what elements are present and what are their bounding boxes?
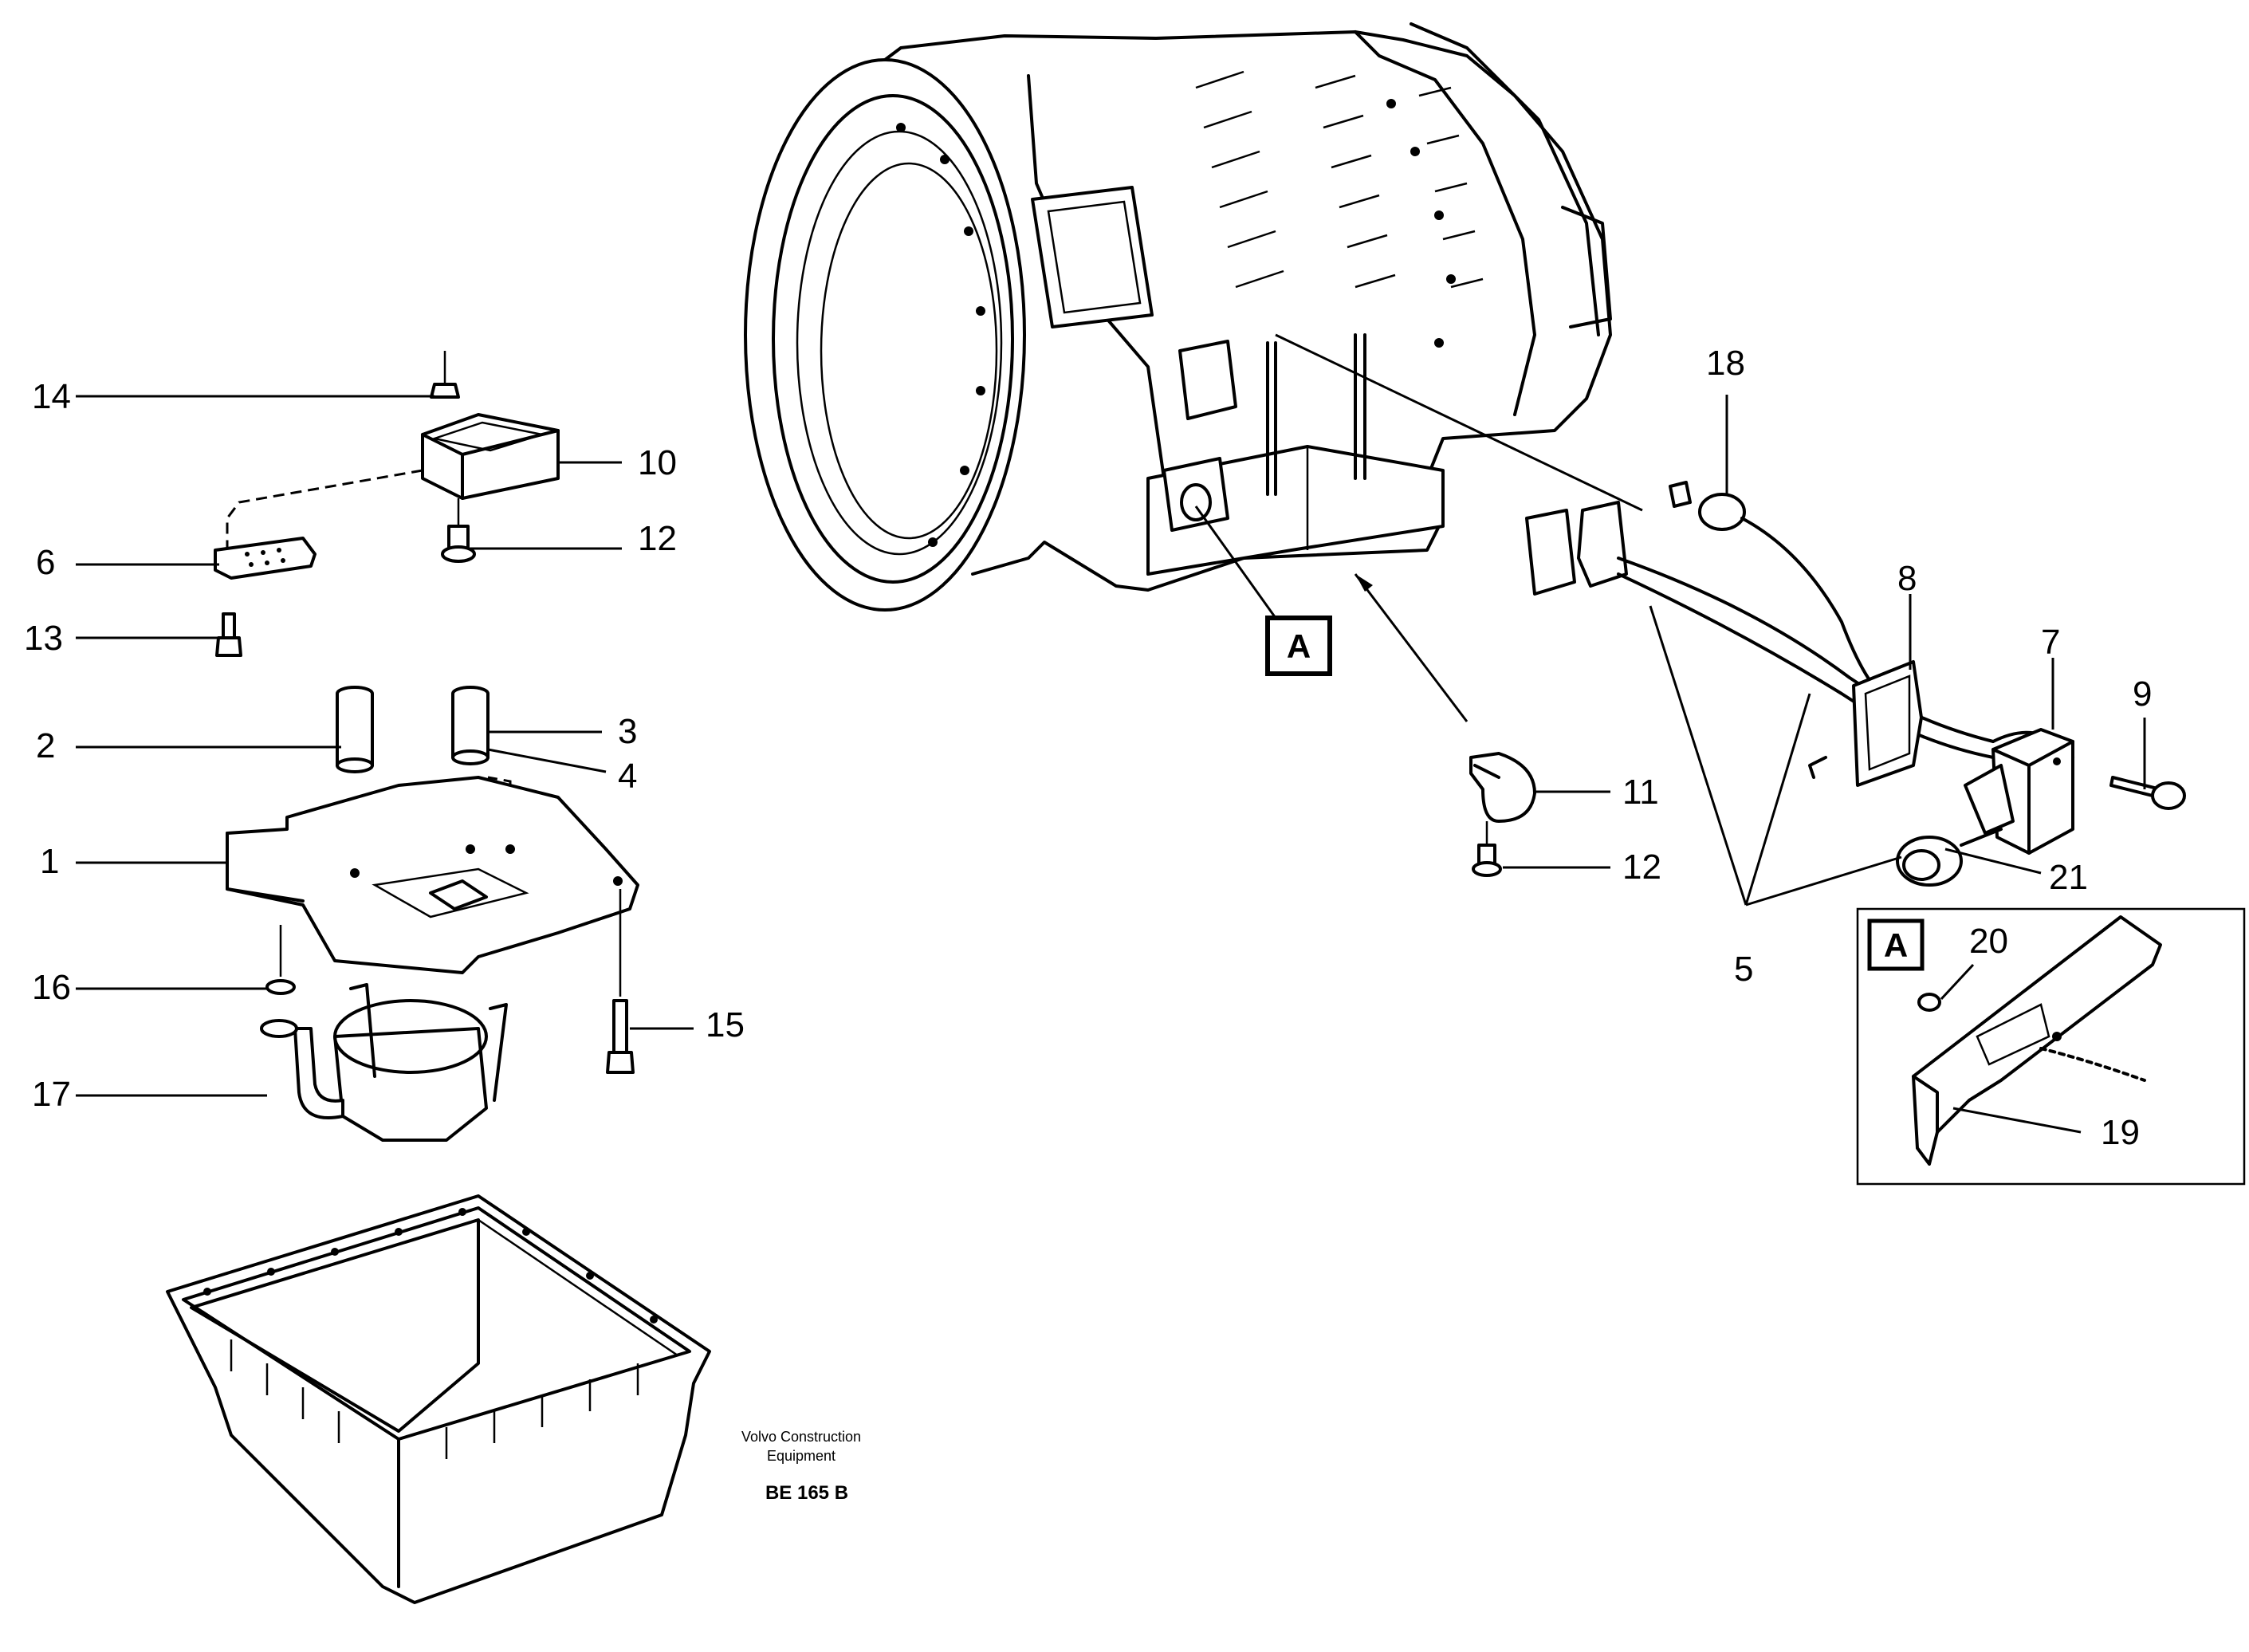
part-2-tube — [336, 686, 374, 773]
callout-12-right: 12 — [1622, 848, 1661, 887]
callout-7: 7 — [2041, 623, 2060, 662]
part-17-strainer — [260, 983, 508, 1142]
svg-text:A: A — [1287, 627, 1311, 665]
part-1-valve-plate — [226, 776, 639, 974]
part-9-bolt — [2109, 776, 2186, 810]
svg-text:A: A — [1884, 926, 1908, 964]
part-21-plug — [1896, 764, 2015, 887]
part-8-gasket — [1808, 660, 1923, 787]
detail-view-a — [1856, 907, 2246, 1186]
callout-1: 1 — [40, 842, 59, 881]
part-10-bracket — [421, 413, 560, 500]
part-11-clamp — [1469, 752, 1536, 823]
part-12-bolt-b — [1472, 821, 1502, 877]
part-3-tube — [451, 686, 490, 765]
callout-numbers: 14 10 12 6 13 2 3 4 1 16 15 17 18 8 7 9 … — [24, 344, 2152, 1152]
callout-19: 19 — [2101, 1113, 2140, 1152]
part-16-washer — [265, 925, 296, 995]
callout-9: 9 — [2133, 675, 2152, 714]
callout-14: 14 — [32, 377, 71, 416]
callout-4: 4 — [618, 757, 637, 796]
part-13-bolt — [215, 612, 242, 657]
callout-11: 11 — [1622, 773, 1659, 812]
part-15-bolt — [606, 889, 635, 1074]
svg-text:Volvo Construction: Volvo Construction — [741, 1429, 861, 1445]
svg-text:Equipment: Equipment — [767, 1448, 836, 1464]
view-a-marker-detail: A — [1867, 918, 1925, 971]
callout-20: 20 — [1969, 922, 2008, 961]
callout-10: 10 — [638, 443, 677, 482]
transmission-housing — [744, 22, 1612, 612]
callout-21: 21 — [2049, 858, 2088, 897]
callout-17: 17 — [32, 1075, 71, 1114]
callout-12-left: 12 — [638, 519, 677, 558]
oil-pan — [166, 1194, 711, 1604]
callout-15: 15 — [706, 1005, 745, 1044]
callout-16: 16 — [32, 968, 71, 1007]
part-12-bolt-a — [441, 498, 476, 563]
assembly-arrow — [1354, 573, 1469, 722]
callout-5: 5 — [1734, 950, 1753, 989]
callout-3: 3 — [618, 712, 637, 751]
drawing-code: BE 165 B — [765, 1482, 848, 1504]
part-5-wiring-harness — [1525, 501, 2074, 759]
part-6-connector — [214, 537, 317, 580]
view-a-marker-main: A — [1194, 505, 1332, 676]
callout-18: 18 — [1706, 344, 1745, 383]
callout-8: 8 — [1897, 559, 1917, 598]
leader-lines — [76, 395, 2146, 1134]
callout-13: 13 — [24, 619, 63, 658]
part-14-nut — [430, 351, 460, 399]
callout-2: 2 — [36, 726, 55, 765]
callout-6: 6 — [36, 543, 55, 582]
drawing-credit: Volvo Construction Equipment BE 165 B — [741, 1429, 861, 1504]
